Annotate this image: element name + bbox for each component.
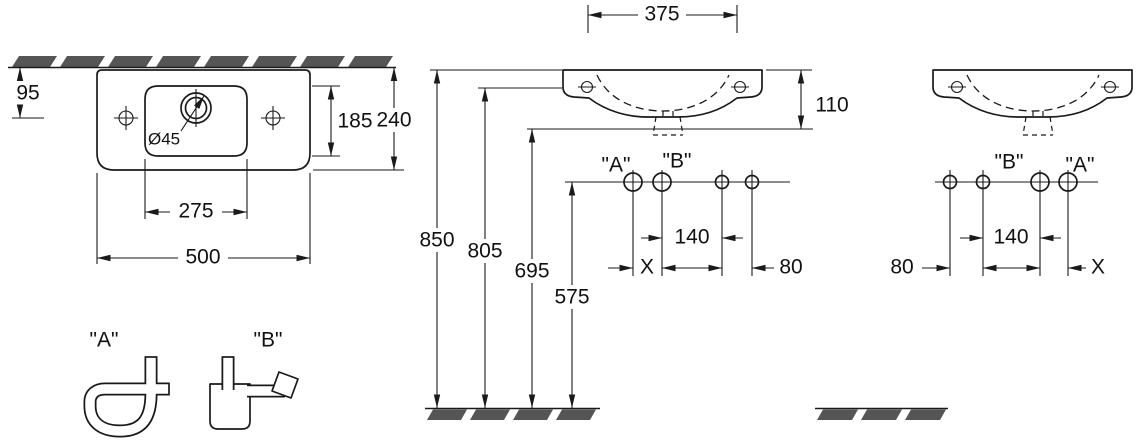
outlet-a-label: "A" — [602, 154, 631, 177]
trap-a-tube-outline — [83, 357, 169, 438]
dim-95: 95 — [12, 67, 44, 119]
dim-805: 805 — [467, 87, 562, 408]
dim-x-80: X 80 — [608, 256, 803, 279]
trap-b-outlet-fitting — [271, 371, 299, 399]
hatch-segment — [108, 56, 153, 67]
trap-detail-b: "B" — [209, 329, 299, 430]
hatch-segment — [204, 56, 249, 67]
fixing-hole — [744, 174, 760, 190]
wall-hatch — [8, 56, 396, 69]
drain-hidden-lines — [1022, 111, 1054, 136]
hatch-segment — [470, 409, 510, 420]
dim-95-label: 95 — [16, 82, 39, 105]
floor-hatch-right — [815, 407, 948, 420]
plan-view: Ø45 95 185 240 275 — [8, 56, 412, 269]
dim-240: 240 — [313, 67, 412, 171]
dim-140-label: 140 — [993, 226, 1028, 249]
tap-position-left — [114, 106, 138, 130]
dim-275: 275 — [144, 159, 248, 223]
floor-hatch-center — [425, 407, 600, 420]
dim-375-label: 375 — [644, 3, 679, 26]
dim-x-label: X — [640, 256, 654, 279]
hatch-segment — [427, 409, 467, 420]
outlet-row: "B" "A" — [935, 151, 1098, 276]
hatch-segment — [300, 56, 345, 67]
dim-110-label: 110 — [815, 94, 848, 117]
hatch-segment — [12, 56, 57, 67]
dashed-line — [652, 116, 657, 136]
dim-tap-hole-label: Ø45 — [148, 130, 180, 149]
dim-140: 140 — [641, 226, 743, 249]
dim-695: 695 — [514, 129, 550, 408]
sink-front-outline — [932, 69, 1133, 118]
fixing-hole — [714, 174, 730, 190]
outlet-row: "A" "B" — [565, 150, 790, 276]
mounting-hole-right — [1101, 80, 1119, 94]
mounting-hole-left — [578, 80, 596, 94]
dim-850: 850 — [419, 69, 562, 408]
dim-tap-hole: Ø45 — [148, 95, 205, 149]
fixing-hole — [975, 174, 991, 190]
mounting-hole-left — [948, 80, 966, 94]
outlet-circle-a — [1058, 172, 1078, 192]
dim-275-label: 275 — [178, 200, 213, 223]
dim-110: 110 — [527, 69, 849, 130]
trap-a-tube-fill — [85, 357, 169, 436]
leader-line — [180, 95, 205, 132]
hatch-segment — [156, 56, 201, 67]
trap-detail-a: "A" — [83, 329, 170, 438]
drain-hidden-lines — [652, 111, 684, 136]
dim-185-label: 185 — [337, 110, 372, 133]
dashed-line — [679, 116, 684, 136]
outlet-circle-a — [623, 172, 643, 192]
trap-b-label: "B" — [254, 329, 283, 352]
hatch-segment — [817, 409, 858, 420]
basin-hidden-line — [596, 74, 730, 112]
outlet-b-label: "B" — [663, 150, 692, 173]
hatch-segment — [348, 56, 393, 67]
dim-185: 185 — [312, 85, 373, 157]
trap-a-label: "A" — [90, 329, 119, 352]
hatch-segment — [556, 409, 596, 420]
dim-x-label: X — [1091, 256, 1105, 279]
basin-hidden-line — [966, 74, 1100, 112]
dim-805-label: 805 — [467, 240, 502, 263]
outlet-b-label: "B" — [995, 151, 1024, 174]
dashed-line — [1049, 116, 1054, 136]
tap-position-right — [261, 106, 285, 130]
dim-80-label: 80 — [779, 256, 802, 279]
outlet-circle-b — [1030, 172, 1050, 192]
dim-500: 500 — [96, 173, 311, 269]
mounting-hole-right — [731, 80, 749, 94]
dim-375: 375 — [587, 3, 738, 33]
hatch-segment — [60, 56, 105, 67]
dim-140-label: 140 — [674, 226, 709, 249]
dim-695-label: 695 — [514, 260, 549, 283]
sink-front-outline — [562, 69, 763, 118]
sink-outline — [96, 69, 311, 171]
outlet-a-label: "A" — [1066, 154, 1095, 177]
dim-850-label: 850 — [419, 229, 454, 252]
hatch-segment — [252, 56, 297, 67]
fixing-hole — [942, 174, 958, 190]
hatch-segment — [905, 409, 946, 420]
dim-240-label: 240 — [376, 109, 411, 132]
dim-575-label: 575 — [554, 286, 589, 309]
outlet-circle-b — [652, 172, 672, 192]
basin-outline — [144, 85, 248, 157]
side-view: "B" "A" 140 80 X — [815, 69, 1133, 420]
dashed-line — [1022, 116, 1027, 136]
trap-b-body — [209, 383, 251, 430]
dim-80-label: 80 — [890, 256, 913, 279]
dim-500-label: 500 — [185, 246, 220, 269]
hatch-segment — [513, 409, 553, 420]
dim-140: 140 — [960, 226, 1061, 249]
front-view: 375 110 850 — [419, 3, 849, 420]
dim-575: 575 — [554, 182, 590, 408]
dim-80-x: 80 X — [890, 256, 1105, 279]
hatch-segment — [861, 409, 902, 420]
